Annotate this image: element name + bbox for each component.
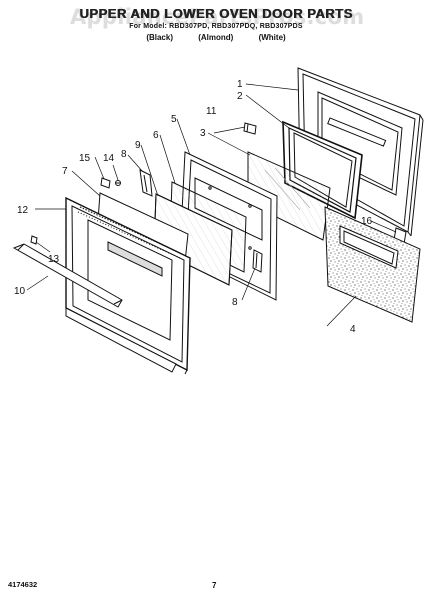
page-title: UPPER AND LOWER OVEN DOOR PARTS — [79, 6, 353, 21]
leader-lines — [26, 83, 397, 327]
callout-1: 1 — [237, 79, 243, 90]
part-8-hinge-right — [252, 249, 263, 273]
callout-6: 6 — [153, 130, 159, 141]
callout-12: 12 — [17, 205, 29, 216]
color-options: (Black) (Almond) (White) — [0, 33, 432, 42]
color-white: (White) — [258, 33, 286, 42]
callout-10: 10 — [14, 286, 26, 297]
callout-2: 2 — [237, 91, 243, 102]
page-number: 7 — [212, 581, 217, 590]
color-black: (Black) — [146, 33, 173, 42]
callout-5: 5 — [171, 114, 177, 125]
callout-9: 9 — [135, 140, 141, 151]
callout-7: 7 — [62, 166, 68, 177]
callout-14: 14 — [103, 153, 115, 164]
callout-15: 15 — [79, 153, 91, 164]
part-14-screw — [115, 180, 121, 186]
part-15-spacer — [100, 177, 111, 189]
header: UPPER AND LOWER OVEN DOOR PARTS For Mode… — [0, 6, 432, 42]
callout-13: 13 — [48, 254, 60, 265]
model-list: For Model: RBD307PD, RBD307PDQ, RBD307PD… — [129, 23, 303, 30]
document-number: 4174632 — [8, 580, 38, 589]
part-2-gasket-frame — [282, 120, 363, 220]
part-10-handle — [12, 243, 123, 308]
callout-8-upper: 8 — [121, 149, 127, 160]
color-almond: (Almond) — [198, 33, 234, 42]
part-3-glass — [247, 151, 331, 241]
bottom-trim-strip — [65, 307, 177, 373]
part-4-insulation — [324, 206, 421, 323]
part-13-screw — [30, 235, 38, 245]
callout-3: 3 — [200, 128, 206, 139]
callout-11: 11 — [206, 106, 217, 117]
callout-8-lower: 8 — [232, 297, 238, 308]
callout-16: 16 — [361, 216, 373, 227]
part-11-clip — [243, 122, 257, 135]
part-8-hinge-left — [139, 169, 153, 197]
callout-4: 4 — [350, 324, 356, 335]
callout-labels: 1 2 3 4 5 6 7 8 8 9 10 11 12 13 14 15 16 — [14, 79, 373, 335]
